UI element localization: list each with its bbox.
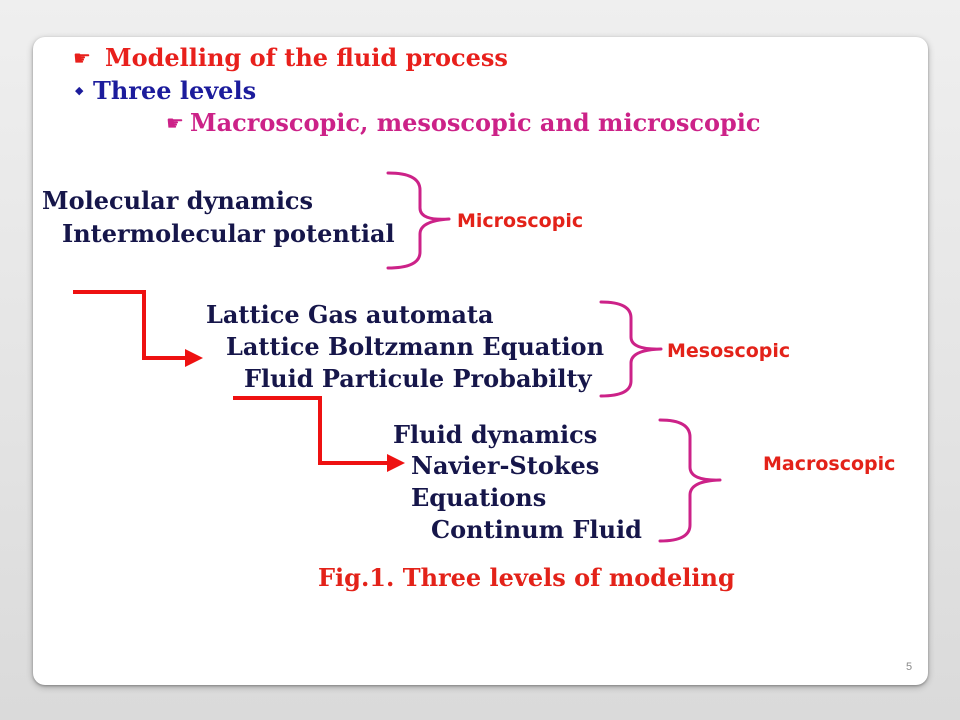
micro-line-molecular-dynamics: Molecular dynamics [42,186,314,215]
heading-bullet-1: Modelling of the fluid process [105,43,508,72]
figure-caption: Fig.1. Three levels of modeling [318,563,735,592]
diamond-icon: ◆ [75,84,84,97]
meso-line-lattice-gas: Lattice Gas automata [206,300,494,329]
heading-bullet-2: Three levels [93,76,257,105]
slide-card [33,37,928,685]
meso-line-fluid-particule: Fluid Particule Probabilty [244,364,592,393]
pointing-hand-icon: ☛ [73,46,91,70]
level-label-mesoscopic: Mesoscopic [667,340,791,362]
meso-line-lattice-boltzmann: Lattice Boltzmann Equation [226,332,605,361]
macro-line-continum-fluid: Continum Fluid [431,515,642,544]
heading-bullet-3: Macroscopic, mesoscopic and microscopic [190,108,761,137]
level-label-macroscopic: Macroscopic [763,453,896,475]
page-number: 5 [906,661,913,673]
macro-line-navier-stokes: Navier-Stokes [411,451,600,480]
pointing-hand-icon: ☛ [166,111,184,135]
micro-line-intermolecular-potential: Intermolecular potential [62,219,395,248]
macro-line-equations: Equations [411,483,547,512]
level-label-microscopic: Microscopic [457,210,584,232]
macro-line-fluid-dynamics: Fluid dynamics [393,420,598,449]
